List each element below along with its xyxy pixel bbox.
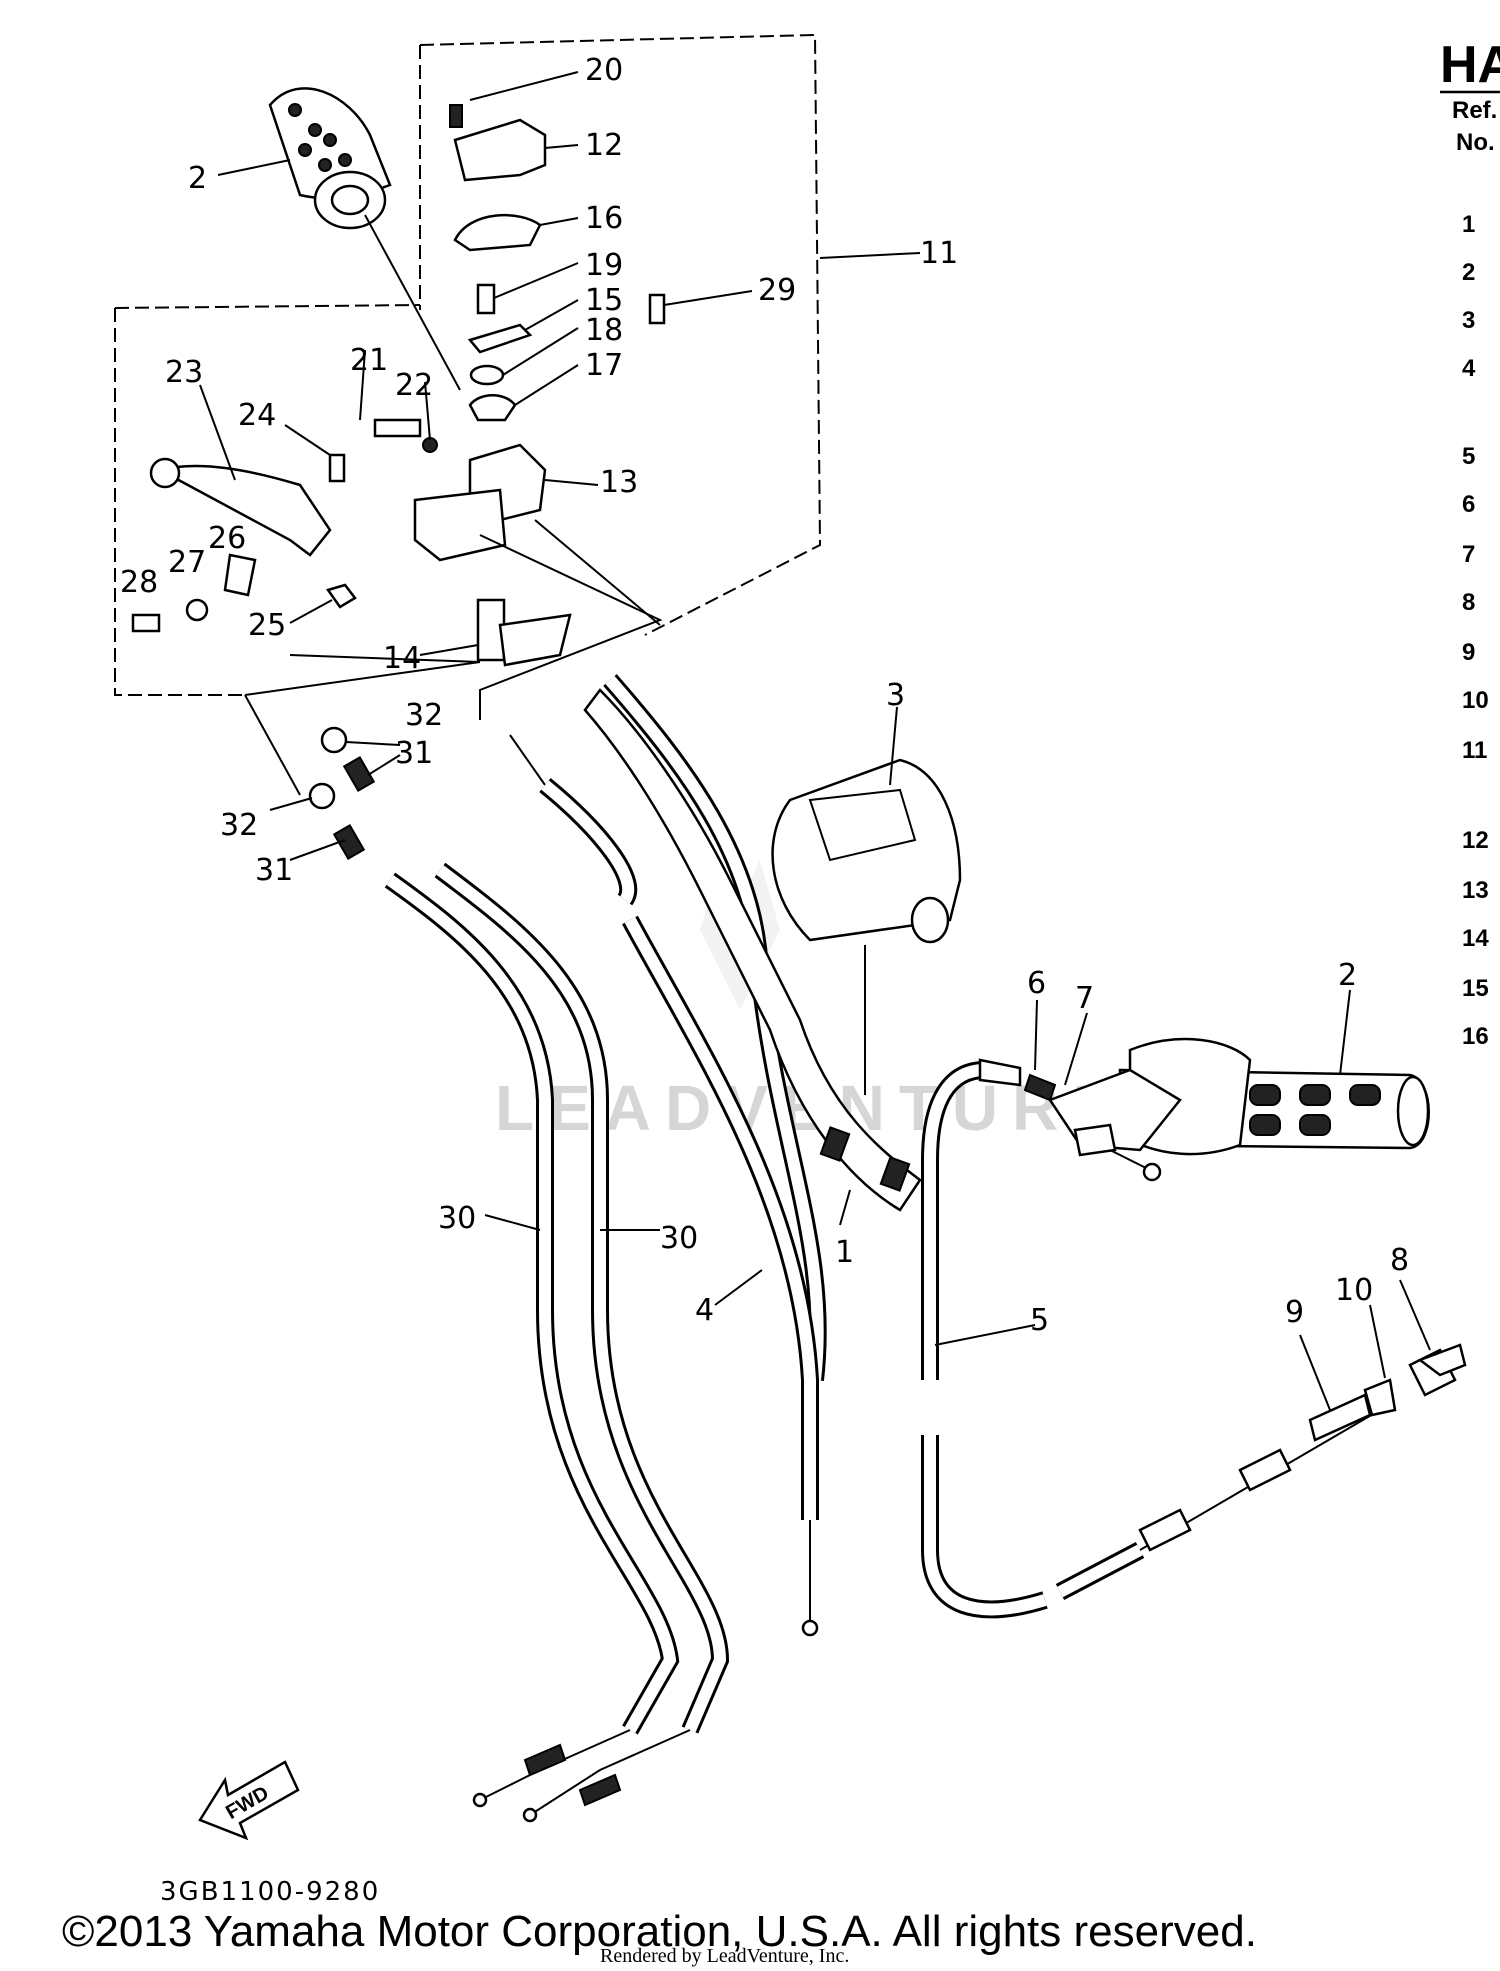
callout-5: 5: [1030, 1303, 1049, 1338]
table-ref-number: 10: [1462, 687, 1489, 714]
assembly-outline-11: [419, 33, 822, 636]
page-title: HA: [1440, 36, 1500, 94]
throttle-small-parts: [467, 283, 666, 422]
callout-31: 31: [395, 736, 433, 771]
table-ref-number: 15: [1462, 975, 1489, 1002]
callout-30b: 30: [660, 1221, 698, 1256]
callout-1: 1: [835, 1235, 854, 1270]
callout-leaders: [199, 71, 1431, 1411]
callout-6: 6: [1027, 966, 1046, 1001]
callout-19: 19: [585, 248, 623, 283]
reference-table: Ref. No. 1 2 3 4 5 6 7 8 9 10 11 12 13 1…: [1452, 97, 1497, 1050]
cable-adjusters: [308, 726, 376, 860]
table-header-no: No.: [1456, 129, 1495, 156]
table-ref-number: 9: [1462, 639, 1475, 666]
table-ref-number: 4: [1462, 355, 1476, 382]
callout-13: 13: [600, 465, 638, 500]
clutch-cables: [384, 862, 730, 1823]
callout-23: 23: [165, 355, 203, 390]
clutch-lever-assembly: [131, 418, 572, 667]
copyright-notice: ©2013 Yamaha Motor Corporation, U.S.A. A…: [62, 1907, 1257, 1956]
table-ref-number: 16: [1462, 1023, 1489, 1050]
callout-32: 32: [405, 698, 443, 733]
callout-4: 4: [695, 1293, 714, 1328]
callout-numbers: 1 2 2 3 4 5 6 7 8 9 10 11 12 13 14 15 16…: [120, 53, 1409, 1338]
callout-12: 12: [585, 128, 623, 163]
brake-cable-part: [921, 1058, 1381, 1619]
callout-29: 29: [758, 273, 796, 308]
callout-18: 18: [585, 313, 623, 348]
table-ref-number: 14: [1462, 925, 1489, 952]
callout-14: 14: [383, 641, 421, 676]
callout-30: 30: [438, 1201, 476, 1236]
callout-9: 9: [1285, 1295, 1304, 1330]
left-grip-part: [268, 87, 392, 230]
callout-16: 16: [585, 201, 623, 236]
callout-8: 8: [1390, 1243, 1409, 1278]
callout-10: 10: [1335, 1273, 1373, 1308]
callout-27: 27: [168, 545, 206, 580]
callout-24: 24: [238, 398, 276, 433]
callout-21: 21: [350, 343, 388, 378]
callout-2: 2: [188, 161, 207, 196]
callout-17: 17: [585, 348, 623, 383]
table-ref-number: 12: [1462, 827, 1489, 854]
callout-26: 26: [208, 521, 246, 556]
table-ref-number: 1: [1462, 211, 1475, 238]
assembly-outline-lever: [114, 304, 421, 696]
callout-22: 22: [395, 368, 433, 403]
rendered-by-note: Rendered by LeadVenture, Inc.: [600, 1945, 849, 1967]
lever-connection-lines: [244, 519, 663, 796]
throttle-cover-part: [449, 104, 547, 252]
callout-25: 25: [248, 608, 286, 643]
diagram-code: 3GB1100-9280: [160, 1877, 380, 1907]
table-ref-number: 11: [1462, 737, 1487, 764]
right-grip-part: [1048, 1037, 1430, 1182]
callout-28: 28: [120, 565, 158, 600]
table-header-ref: Ref.: [1452, 97, 1497, 124]
table-ref-number: 7: [1462, 541, 1475, 568]
table-ref-number: 13: [1462, 877, 1489, 904]
callout-31b: 31: [255, 853, 293, 888]
callout-32b: 32: [220, 808, 258, 843]
table-ref-number: 2: [1462, 259, 1475, 286]
callout-15: 15: [585, 283, 623, 318]
callout-20: 20: [585, 53, 623, 88]
table-ref-number: 3: [1462, 307, 1475, 334]
callout-7: 7: [1075, 981, 1094, 1016]
brake-adjust-parts: [1363, 1343, 1467, 1417]
callout-2b: 2: [1338, 958, 1357, 993]
table-ref-number: 6: [1462, 491, 1475, 518]
grip-leader-line: [364, 214, 461, 391]
callout-11: 11: [920, 236, 958, 271]
fwd-arrow: FWD: [198, 1760, 300, 1841]
handlebar-part: [583, 688, 922, 1212]
switch-housing-part: [771, 758, 962, 1095]
table-ref-number: 8: [1462, 589, 1475, 616]
table-ref-number: 5: [1462, 443, 1475, 470]
callout-3: 3: [886, 678, 905, 713]
